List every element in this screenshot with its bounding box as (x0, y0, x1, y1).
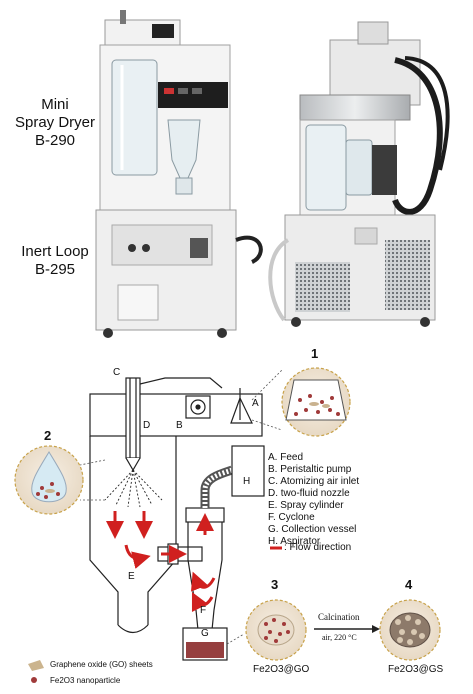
part-letter-h: H (243, 476, 251, 487)
legend-feed: A. Feed (268, 452, 304, 463)
inset-2-droplet (14, 445, 84, 515)
part-letter-a: A (252, 398, 259, 409)
dryer-label-line-1: Mini (41, 96, 69, 113)
loop-label: Inert Loop B-295 (10, 243, 100, 279)
inset-leaders (79, 369, 283, 645)
collected-powder (186, 642, 224, 658)
spray-dryer-machine-left (95, 10, 263, 338)
inset-4-fe2o3-gs (379, 599, 441, 661)
product-label-left: Fe2O3@GO (253, 664, 310, 675)
loop-label-line-1: Inert Loop (21, 243, 89, 260)
legend-flow-direction: : Flow direction (284, 542, 352, 553)
inert-loop-machine-right (268, 21, 450, 327)
calcination-label: Calcination (318, 612, 360, 622)
part-letter-b: B (176, 420, 183, 431)
inset-number-4: 4 (405, 577, 413, 592)
part-letter-c: C (113, 367, 121, 378)
inset-number-2: 2 (44, 428, 52, 443)
legend-air-inlet: C. Atomizing air inlet (268, 476, 360, 487)
key-graphene-oxide: Graphene oxide (GO) sheets (50, 660, 153, 669)
inset-number-3: 3 (271, 577, 279, 592)
part-letter-e: E (128, 571, 135, 582)
part-letter-f: F (200, 605, 207, 616)
calcination-arrow (314, 625, 380, 633)
legend-spray-cylinder: E. Spray cylinder (268, 500, 344, 511)
inset-3-fe2o3-go (245, 599, 307, 661)
legend-pump: B. Peristaltic pump (268, 464, 352, 475)
part-letter-g: G (201, 628, 209, 639)
dryer-label-line-2: Spray Dryer (14, 114, 96, 131)
part-letter-d: D (143, 420, 151, 431)
inset-1-feed (281, 367, 351, 437)
inset-number-1: 1 (311, 346, 319, 361)
legend-cyclone: F. Cyclone (268, 512, 315, 523)
legend-nozzle: D. two-fluid nozzle (268, 488, 350, 499)
legend-aspirator: H. Aspirator (268, 536, 321, 547)
dryer-label: Mini Spray Dryer B-290 (10, 96, 100, 150)
product-label-right: Fe2O3@GS (388, 664, 444, 675)
calcination-conditions: air, 220 °C (322, 633, 357, 642)
legend-collection-vessel: G. Collection vessel (268, 524, 357, 535)
loop-label-line-2: B-295 (34, 261, 76, 278)
flow-arrows (106, 511, 216, 613)
key-fe2o3-nanoparticle: Fe2O3 nanoparticle (50, 676, 121, 685)
key-symbols (28, 660, 44, 683)
dryer-label-line-3: B-290 (34, 132, 76, 149)
